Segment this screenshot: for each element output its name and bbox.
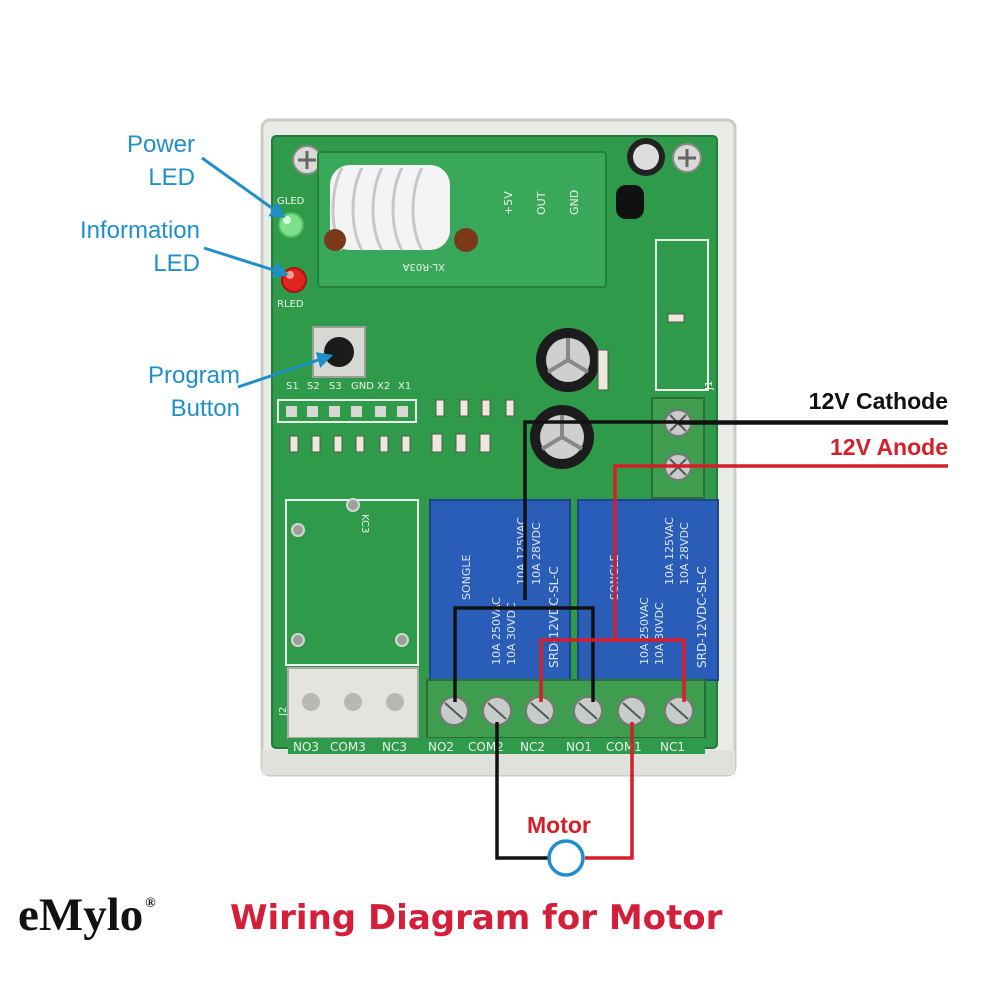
label-j2: J2 [278, 707, 289, 717]
terminal-block-main [426, 679, 706, 739]
capacitor-icon [627, 138, 665, 176]
relay-rating: 10A 125VAC [663, 517, 676, 585]
motor-label: Motor [527, 812, 591, 838]
transistor-q1 [616, 185, 644, 219]
label-kc3: KC3 [359, 514, 370, 533]
cathode-wiring [453, 420, 948, 860]
motor-icon [547, 839, 585, 877]
relay-rating: 10A 28VDC [530, 522, 543, 585]
mounting-screw-icon [292, 145, 322, 175]
terminal-label-com3: COM3 [330, 740, 366, 754]
brand-name: eMylo [18, 889, 144, 941]
anode-wiring [539, 464, 948, 860]
button-pad-label: X1 [398, 381, 411, 392]
terminal-label-no1: NO1 [566, 740, 592, 754]
relay-model: SRD-12VDC-SL-C [695, 566, 709, 668]
callout-information-led-line2: LED [153, 250, 200, 277]
relay-rating: 10A 28VDC [678, 522, 691, 585]
callout-program-button-line1: Program [147, 362, 240, 389]
terminal-label-no3: NO3 [293, 740, 319, 754]
relay-rating: 10A 250VAC [638, 597, 651, 665]
button-pad-label: S1 [286, 381, 299, 392]
terminal-block-3 [287, 667, 419, 739]
rf-module-pin-5v: +5V [502, 191, 515, 215]
relay-2: SONGLE 10A 250VAC 10A 30VDC 10A 125VAC 1… [429, 499, 571, 681]
callout-power-led: Power LED [80, 128, 195, 194]
rf-module-pin-out: OUT [535, 191, 548, 215]
relay-brand: SONGLE [460, 554, 473, 600]
capacitor-icon [530, 405, 594, 469]
relay-rating: 10A 30VDC [505, 602, 518, 665]
relay-rating: 10A 30VDC [653, 602, 666, 665]
terminal-label-nc2: NC2 [520, 740, 545, 754]
callout-power-led-line1: Power [126, 131, 195, 158]
anode-label: 12V Anode [829, 434, 948, 460]
power-terminal-block [651, 397, 705, 499]
callout-information-led-line1: Information [79, 217, 200, 244]
power-led-icon [278, 212, 304, 238]
button-pad-label: X2 [377, 381, 390, 392]
rf-module-pin-gnd: GND [568, 190, 581, 215]
rf-module-label: XL-R03A [402, 261, 445, 272]
callout-program-button-line2: Button [170, 395, 240, 422]
brand-registered-mark: ® [145, 896, 156, 911]
relay-rating: 10A 250VAC [490, 597, 503, 665]
relay-model: SRD-12VDC-SL-C [547, 566, 561, 668]
diagram-title: Wiring Diagram for Motor [230, 898, 723, 938]
callout-program-button: Program Button [100, 359, 240, 425]
terminal-label-com1: COM1 [606, 740, 642, 754]
label-j1: J1 [704, 381, 715, 391]
brand-logo: eMylo® [18, 888, 156, 942]
red-led-label: RLED [277, 299, 304, 310]
rf-antenna-coil [324, 165, 478, 252]
mounting-screw-icon [672, 143, 702, 173]
cathode-label: 12V Cathode [808, 388, 948, 414]
connector-j1 [655, 239, 709, 391]
relay-1: SONGLE 10A 250VAC 10A 30VDC 10A 125VAC 1… [577, 499, 719, 681]
button-pad-label: S2 [307, 381, 320, 392]
terminal-label-nc1: NC1 [660, 740, 685, 754]
terminal-label-no2: NO2 [428, 740, 454, 754]
terminal-label-com2: COM2 [468, 740, 504, 754]
button-pad-label: S3 [329, 381, 342, 392]
button-pad-label: GND [351, 381, 374, 392]
capacitor-icon [536, 328, 600, 392]
program-button-icon [312, 326, 366, 378]
callout-power-led-line2: LED [148, 164, 195, 191]
callout-leaders [201, 156, 334, 389]
jumper-header [277, 399, 417, 423]
callout-information-led: Information LED [40, 214, 200, 280]
green-led-label: GLED [277, 196, 305, 207]
terminal-label-nc3: NC3 [382, 740, 407, 754]
